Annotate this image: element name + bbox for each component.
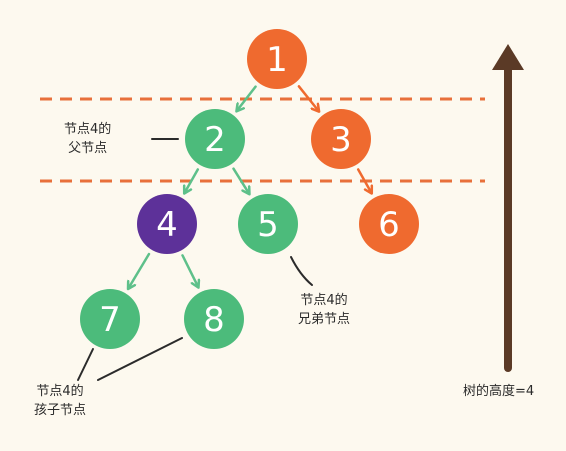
edge-4-7	[129, 252, 151, 288]
tree-node-label: 4	[156, 205, 178, 245]
tree-node-label: 2	[204, 120, 226, 160]
tree-node-label: 1	[266, 40, 288, 80]
tree-node-label: 5	[257, 205, 279, 245]
tree-node-label: 3	[330, 120, 352, 160]
tree-node-label: 6	[378, 205, 400, 245]
edge-3-6	[356, 168, 371, 192]
tree-node-label: 8	[203, 300, 225, 340]
edge-1-2	[237, 85, 257, 111]
pointer-line-sibling	[290, 256, 313, 286]
annotation-parent-line1: 节点4的	[64, 122, 112, 137]
annotation-parent: 节点4的 父节点	[64, 120, 111, 158]
tree-node-circle	[185, 109, 245, 169]
edge-2-4	[185, 168, 200, 192]
tree-node-circle	[184, 289, 244, 349]
tree-node-6: 6	[359, 194, 419, 254]
annotation-parent-line2: 父节点	[68, 141, 108, 156]
tree-node-circle	[238, 194, 298, 254]
pointer-line-child-8	[97, 337, 183, 381]
tree-node-circle	[80, 289, 140, 349]
tree-node-circle	[359, 194, 419, 254]
edge-4-8	[181, 254, 199, 286]
annotation-tree-height: 树的高度=4	[463, 384, 535, 399]
annotation-children-line1: 节点4的	[36, 384, 84, 399]
tree-node-5: 5	[238, 194, 298, 254]
tree-node-3: 3	[311, 109, 371, 169]
tree-node-1: 1	[247, 29, 307, 89]
annotation-sibling: 节点4的 兄弟节点	[298, 291, 350, 329]
edge-2-5	[232, 167, 249, 194]
tree-node-circle	[247, 29, 307, 89]
tree-node-circle	[311, 109, 371, 169]
tree-node-8: 8	[184, 289, 244, 349]
annotation-children: 节点4的 孩子节点	[34, 382, 86, 420]
edge-1-3	[297, 85, 319, 111]
tree-node-4: 4	[137, 194, 197, 254]
height-arrow-head	[492, 44, 524, 70]
tree-node-7: 7	[80, 289, 140, 349]
tree-node-label: 7	[99, 300, 121, 340]
annotation-sibling-line2: 兄弟节点	[298, 312, 351, 327]
edges	[129, 85, 372, 288]
tree-node-2: 2	[185, 109, 245, 169]
annotation-sibling-line1: 节点4的	[300, 293, 348, 308]
tree-node-circle	[137, 194, 197, 254]
nodes: 12 3 4 5 6 7 8	[80, 29, 419, 349]
pointer-line-child-7	[77, 348, 94, 381]
annotation-children-line2: 孩子节点	[34, 403, 87, 418]
